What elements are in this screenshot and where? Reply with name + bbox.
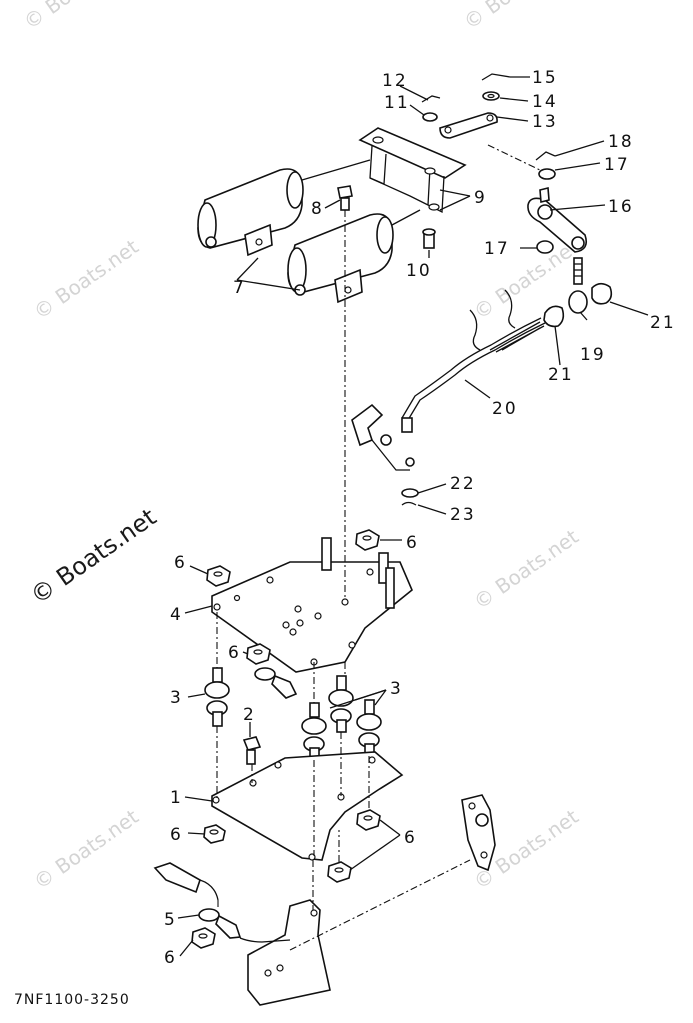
callout-4: 4 <box>170 605 183 625</box>
callout-5: 5 <box>164 910 177 930</box>
nut-6-c <box>246 643 271 665</box>
callout-1: 1 <box>170 788 183 808</box>
callout-22: 22 <box>450 474 476 494</box>
callout-6-b: 6 <box>406 533 419 553</box>
callout-11: 11 <box>384 93 410 113</box>
watermark: © Boats.net <box>29 234 143 324</box>
ground-lead-upper <box>254 667 298 699</box>
damper-3-left <box>204 667 230 727</box>
diagram-code: 7NF1100-3250 <box>14 992 130 1008</box>
watermark: © Boats.net <box>19 0 133 34</box>
bracket-top <box>358 127 467 214</box>
callout-23: 23 <box>450 505 476 525</box>
callout-6-d: 6 <box>170 825 183 845</box>
nut-17-top <box>538 168 556 180</box>
callout-17-top: 17 <box>604 155 630 175</box>
clip-12 <box>421 95 441 103</box>
clip-15 <box>481 73 511 81</box>
callout-16: 16 <box>608 197 634 217</box>
damper-3-a <box>301 702 327 761</box>
callout-17-lower: 17 <box>484 239 510 259</box>
callout-19: 19 <box>580 345 606 365</box>
callouts: 12 11 15 14 13 18 17 16 17 9 8 10 7 21 1… <box>164 68 676 968</box>
link-arm-13 <box>439 112 498 139</box>
spring-rod <box>573 257 583 285</box>
plate-lower-1 <box>211 751 404 861</box>
cable-20 <box>401 289 546 433</box>
nut-6-e <box>356 809 381 831</box>
callout-20: 20 <box>492 399 518 419</box>
callout-6-f: 6 <box>164 948 177 968</box>
ignition-coil-right <box>287 209 421 304</box>
callout-9: 9 <box>474 188 487 208</box>
nut-6-d <box>203 824 226 844</box>
callout-8: 8 <box>311 199 324 219</box>
callout-18: 18 <box>608 132 634 152</box>
collar-10 <box>422 228 436 249</box>
damper-3-c <box>356 699 382 757</box>
callout-6-a: 6 <box>174 553 187 573</box>
nut-6-f <box>327 861 352 883</box>
washer-11 <box>422 112 438 122</box>
callout-6-c: 6 <box>228 643 241 663</box>
callout-12: 12 <box>382 71 408 91</box>
nut-6-g <box>191 927 216 949</box>
assembly-lines <box>216 144 541 951</box>
callout-13: 13 <box>532 112 558 132</box>
ground-lead-left <box>153 862 219 901</box>
studs-upper <box>321 537 395 609</box>
clip-18 <box>535 151 556 161</box>
callout-2: 2 <box>243 705 256 725</box>
callout-14: 14 <box>532 92 558 112</box>
callout-21-right: 21 <box>650 313 676 333</box>
callout-3-right: 3 <box>390 679 403 699</box>
leader-lines <box>177 76 649 957</box>
nut-6-b <box>355 529 380 551</box>
callout-3-left: 3 <box>170 688 183 708</box>
watermark: © Boats.net <box>469 524 583 614</box>
callout-6-e: 6 <box>404 828 417 848</box>
callout-21-left: 21 <box>548 365 574 385</box>
watermark-large: © Boats.net <box>25 503 161 610</box>
callout-10: 10 <box>406 261 432 281</box>
washer-14 <box>482 91 500 101</box>
callout-7: 7 <box>233 278 246 298</box>
watermark: © Boats.net <box>29 804 143 894</box>
cap-21-right <box>591 282 613 305</box>
callout-15: 15 <box>532 68 558 88</box>
nut-6-a <box>206 565 231 587</box>
ignition-coil-left <box>197 159 371 257</box>
bolt-2 <box>242 736 262 765</box>
right-bracket <box>461 794 496 872</box>
ground-lead-5 <box>198 908 242 939</box>
bolt-8 <box>337 185 353 211</box>
watermark: © Boats.net <box>459 0 573 34</box>
cap-21-left <box>543 305 565 328</box>
base-bracket <box>239 899 331 1006</box>
bushing-19 <box>568 290 588 314</box>
lever-16 <box>527 186 588 253</box>
nut-17-lower <box>536 240 554 254</box>
